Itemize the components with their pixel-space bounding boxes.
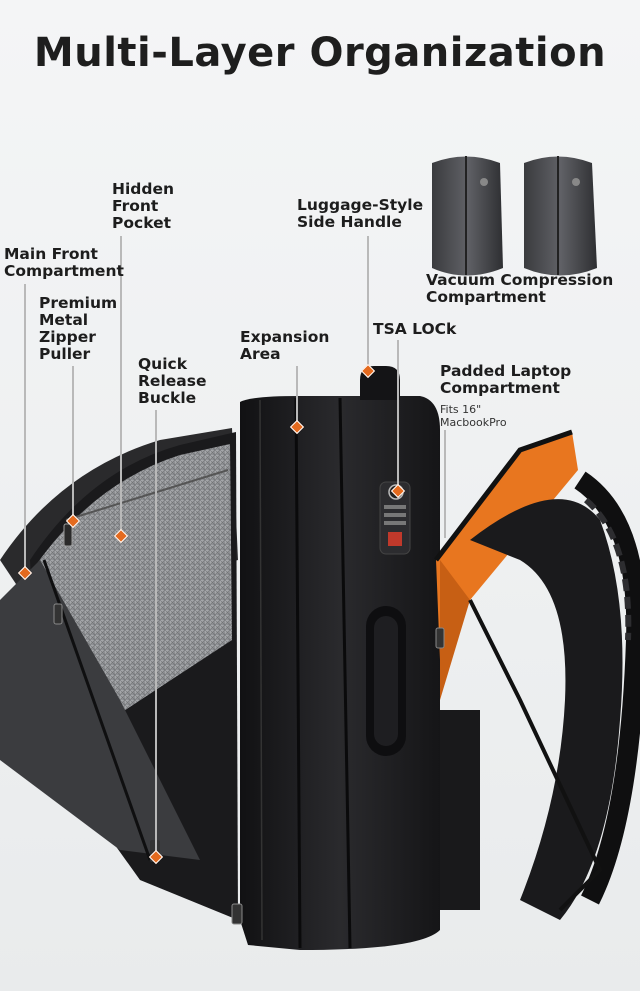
label-main-front-compartment: Main Front Compartment <box>4 245 124 280</box>
leader-quick-release <box>155 410 157 858</box>
page-title: Multi-Layer Organization <box>33 30 607 76</box>
label-premium-zipper: Premium Metal Zipper Puller <box>39 294 118 363</box>
label-laptop-fit: Fits 16" MacbookPro <box>440 403 507 429</box>
leader-expansion <box>296 366 298 426</box>
leader-main-front <box>24 284 26 574</box>
leader-tsa <box>397 340 399 488</box>
label-padded-laptop: Padded Laptop Compartment <box>440 362 572 397</box>
leader-hidden-pocket <box>120 236 122 540</box>
leader-zipper <box>72 366 74 522</box>
label-hidden-front-pocket: Hidden Front Pocket <box>112 180 175 232</box>
leader-laptop <box>444 430 446 538</box>
vacuum-cube-left <box>432 156 503 276</box>
label-tsa-lock: TSA LOCk <box>373 320 457 338</box>
label-luggage-side-handle: Luggage-Style Side Handle <box>297 196 424 231</box>
label-vacuum-compression: Vacuum Compression Compartment <box>426 271 614 306</box>
label-expansion-area: Expansion Area <box>240 328 330 363</box>
leader-handle <box>367 236 369 372</box>
vacuum-cube-right <box>524 156 597 276</box>
label-quick-release-buckle: Quick Release Buckle <box>138 355 207 407</box>
